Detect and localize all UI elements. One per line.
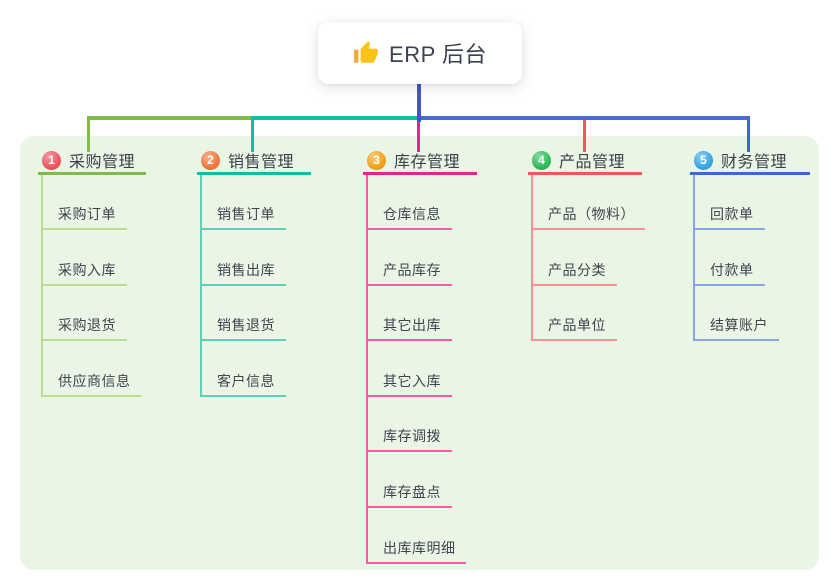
child-underline bbox=[41, 284, 127, 286]
priority-badge: 5 bbox=[694, 150, 713, 170]
child-node[interactable]: 产品分类 bbox=[548, 262, 606, 278]
child-underline bbox=[41, 339, 127, 341]
root-connector-line bbox=[417, 84, 421, 122]
child-node[interactable]: 其它出库 bbox=[383, 317, 441, 333]
branch-label-row-4[interactable]: 4 产品管理 bbox=[532, 147, 625, 173]
branch-underline bbox=[690, 172, 810, 175]
bus-segment-left bbox=[87, 116, 251, 120]
root-label: ERP 后台 bbox=[389, 42, 487, 67]
branch-drop-line-3 bbox=[417, 116, 420, 152]
branch-drop-line-5 bbox=[747, 116, 750, 152]
child-underline bbox=[200, 339, 286, 341]
child-node[interactable]: 销售出库 bbox=[217, 262, 275, 278]
child-underline bbox=[693, 339, 779, 341]
child-underline bbox=[693, 228, 765, 230]
child-node[interactable]: 其它入库 bbox=[383, 373, 441, 389]
child-node[interactable]: 产品（物料） bbox=[548, 206, 635, 222]
child-node[interactable]: 产品单位 bbox=[548, 317, 606, 333]
child-node[interactable]: 库存盘点 bbox=[383, 484, 441, 500]
child-node[interactable]: 供应商信息 bbox=[58, 373, 131, 389]
thumbs-up-icon bbox=[354, 41, 378, 63]
priority-badge: 1 bbox=[42, 150, 61, 170]
child-node[interactable]: 出库库明细 bbox=[383, 540, 456, 556]
child-underline bbox=[366, 339, 452, 341]
branch-spine bbox=[693, 175, 695, 342]
child-node[interactable]: 销售退货 bbox=[217, 317, 275, 333]
child-underline bbox=[200, 228, 286, 230]
child-underline bbox=[531, 228, 645, 230]
child-node[interactable]: 库存调拨 bbox=[383, 428, 441, 444]
branch-spine bbox=[366, 175, 368, 564]
branch-label: 库存管理 bbox=[394, 154, 461, 171]
branch-label-row-2[interactable]: 2 销售管理 bbox=[201, 147, 294, 173]
branch-label: 销售管理 bbox=[228, 154, 295, 171]
root-node[interactable]: ERP 后台 bbox=[318, 22, 522, 84]
branch-label: 财务管理 bbox=[721, 154, 788, 171]
priority-badge: 3 bbox=[367, 150, 386, 170]
child-node[interactable]: 付款单 bbox=[710, 262, 754, 278]
child-node[interactable]: 产品库存 bbox=[383, 262, 441, 278]
branch-label: 采购管理 bbox=[69, 154, 136, 171]
child-node[interactable]: 客户信息 bbox=[217, 373, 275, 389]
branch-spine bbox=[531, 175, 533, 342]
child-underline bbox=[41, 395, 141, 397]
branches-panel bbox=[20, 136, 819, 570]
branch-underline bbox=[363, 172, 477, 175]
branch-underline bbox=[38, 172, 146, 175]
bus-segment-right bbox=[417, 116, 750, 120]
priority-badge: 2 bbox=[201, 150, 220, 170]
branch-underline bbox=[528, 172, 642, 175]
child-underline bbox=[366, 228, 452, 230]
child-node[interactable]: 采购入库 bbox=[58, 262, 116, 278]
child-node[interactable]: 仓库信息 bbox=[383, 206, 441, 222]
child-underline bbox=[693, 284, 765, 286]
branch-label-row-5[interactable]: 5 财务管理 bbox=[694, 147, 787, 173]
child-node[interactable]: 采购退货 bbox=[58, 317, 116, 333]
branch-underline bbox=[197, 172, 311, 175]
branch-label-row-1[interactable]: 1 采购管理 bbox=[42, 147, 135, 173]
child-underline bbox=[366, 506, 452, 508]
child-underline bbox=[200, 284, 286, 286]
child-underline bbox=[200, 395, 286, 397]
branch-label: 产品管理 bbox=[559, 154, 626, 171]
child-underline bbox=[366, 562, 466, 564]
child-node[interactable]: 销售订单 bbox=[217, 206, 275, 222]
child-underline bbox=[531, 339, 617, 341]
branch-drop-line-1 bbox=[87, 116, 90, 152]
branch-drop-line-4 bbox=[583, 116, 586, 152]
priority-badge: 4 bbox=[532, 150, 551, 170]
child-underline bbox=[366, 450, 452, 452]
child-underline bbox=[531, 284, 617, 286]
child-underline bbox=[366, 284, 452, 286]
child-underline bbox=[41, 228, 127, 230]
child-node[interactable]: 结算账户 bbox=[710, 317, 768, 333]
child-underline bbox=[366, 395, 452, 397]
branch-drop-line-2 bbox=[251, 116, 254, 152]
child-node[interactable]: 回款单 bbox=[710, 206, 754, 222]
branch-label-row-3[interactable]: 3 库存管理 bbox=[367, 147, 460, 173]
child-node[interactable]: 采购订单 bbox=[58, 206, 116, 222]
bus-segment-mid bbox=[251, 116, 417, 120]
